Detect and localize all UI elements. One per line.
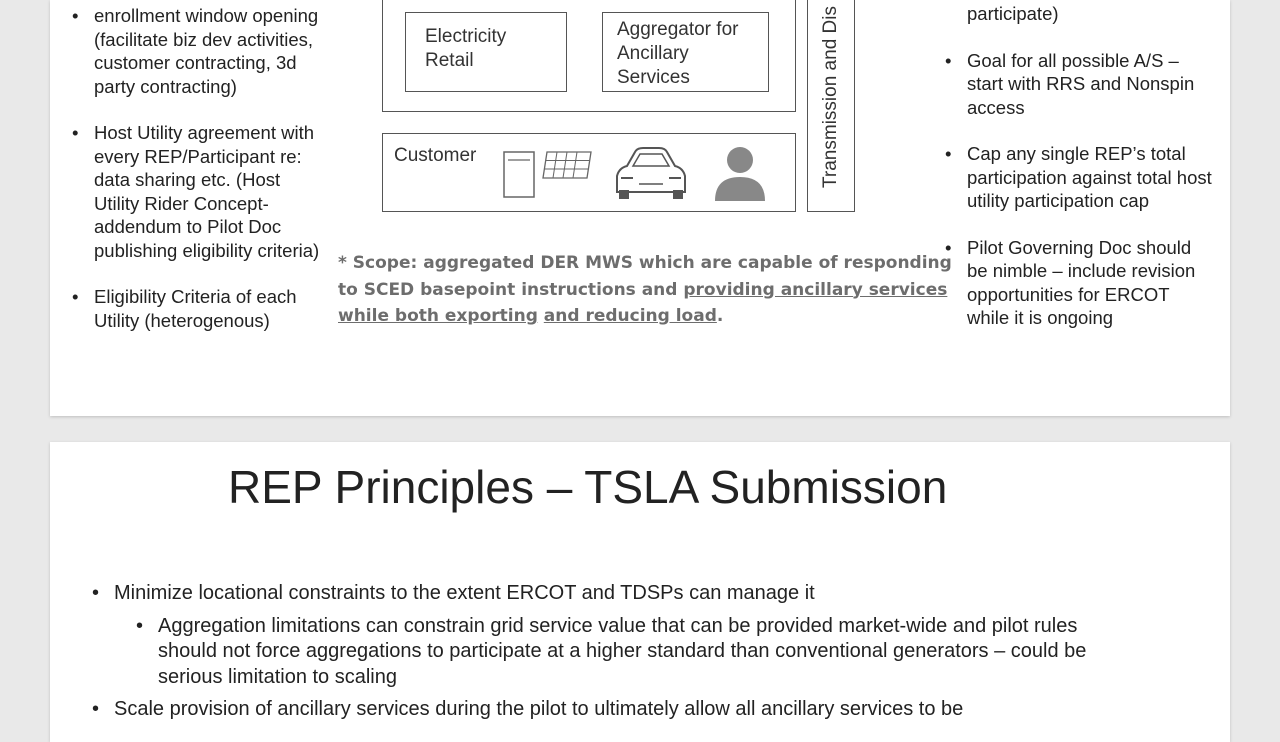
slide-2: REP Principles – TSLA Submission Minimiz… [50,442,1230,742]
left-bullet-text: Host Utility agreement with every REP/Pa… [94,122,320,261]
right-bullet-text: participate) [967,3,1059,24]
left-bullet-item: Eligibility Criteria of each Utility (he… [66,285,326,332]
scope-text: . [716,306,724,326]
right-bullet-text: Pilot Governing Doc should be nimble – i… [967,236,1196,329]
right-bullet-text: Cap any single REP’s total participation… [967,143,1212,211]
electricity-retail-label: Electricity Retail [425,26,507,71]
right-bullet-item: participate) [939,2,1214,26]
scope-text: * Scope: aggregated DER MWS which are ca… [338,253,952,300]
slide-title: REP Principles – TSLA Submission [228,461,948,513]
scope-note: * Scope: aggregated DER MWS which are ca… [338,250,958,330]
electricity-retail-box: Electricity Retail [405,12,567,92]
electric-car-icon [616,147,686,199]
principles-bullet-list: Minimize locational constraints to the e… [90,581,1110,730]
left-bullet-item: enrollment window opening (facilitate bi… [66,4,326,98]
left-bullet-text: enrollment window opening (facilitate bi… [94,5,319,97]
principle-sub-text: Aggregation limitations can constrain gr… [158,614,1087,688]
right-bullet-list: participate) Goal for all possible A/S –… [939,2,1214,353]
customer-label: Customer [394,145,477,166]
aggregator-box: Aggregator for Ancillary Services [602,12,769,92]
tdsp-label: Transmission and Dis [820,6,841,188]
principle-text: Scale provision of ancillary services du… [114,698,964,720]
scope-underlined-text: and reducing load [543,306,717,326]
customer-box: Customer [382,133,796,212]
solar-panel-icon [542,151,592,179]
principle-sub-bullet: Aggregation limitations can constrain gr… [134,614,1110,691]
right-bullet-item: Goal for all possible A/S – start with R… [939,49,1214,120]
aggregator-label: Aggregator for Ancillary Services [617,19,739,88]
battery-icon [503,151,535,198]
left-bullet-list: enrollment window opening (facilitate bi… [66,4,326,332]
principle-bullet: Scale provision of ancillary services du… [90,697,1110,723]
right-bullet-item: Cap any single REP’s total participation… [939,142,1214,213]
right-bullet-text: Goal for all possible A/S – start with R… [967,49,1195,118]
right-bullet-item: Pilot Governing Doc should be nimble – i… [939,236,1214,330]
left-bullet-text: Eligibility Criteria of each Utility (he… [94,286,297,331]
person-icon [715,147,765,201]
tdsp-box: Transmission and Dis [807,0,855,212]
principle-text: Minimize locational constraints to the e… [114,582,815,604]
left-bullet-item: Host Utility agreement with every REP/Pa… [66,121,326,262]
slide-1: enrollment window opening (facilitate bi… [50,0,1230,416]
scope-underlined-text: providing ancillary services while both … [338,279,948,327]
principle-bullet: Minimize locational constraints to the e… [90,581,1110,607]
